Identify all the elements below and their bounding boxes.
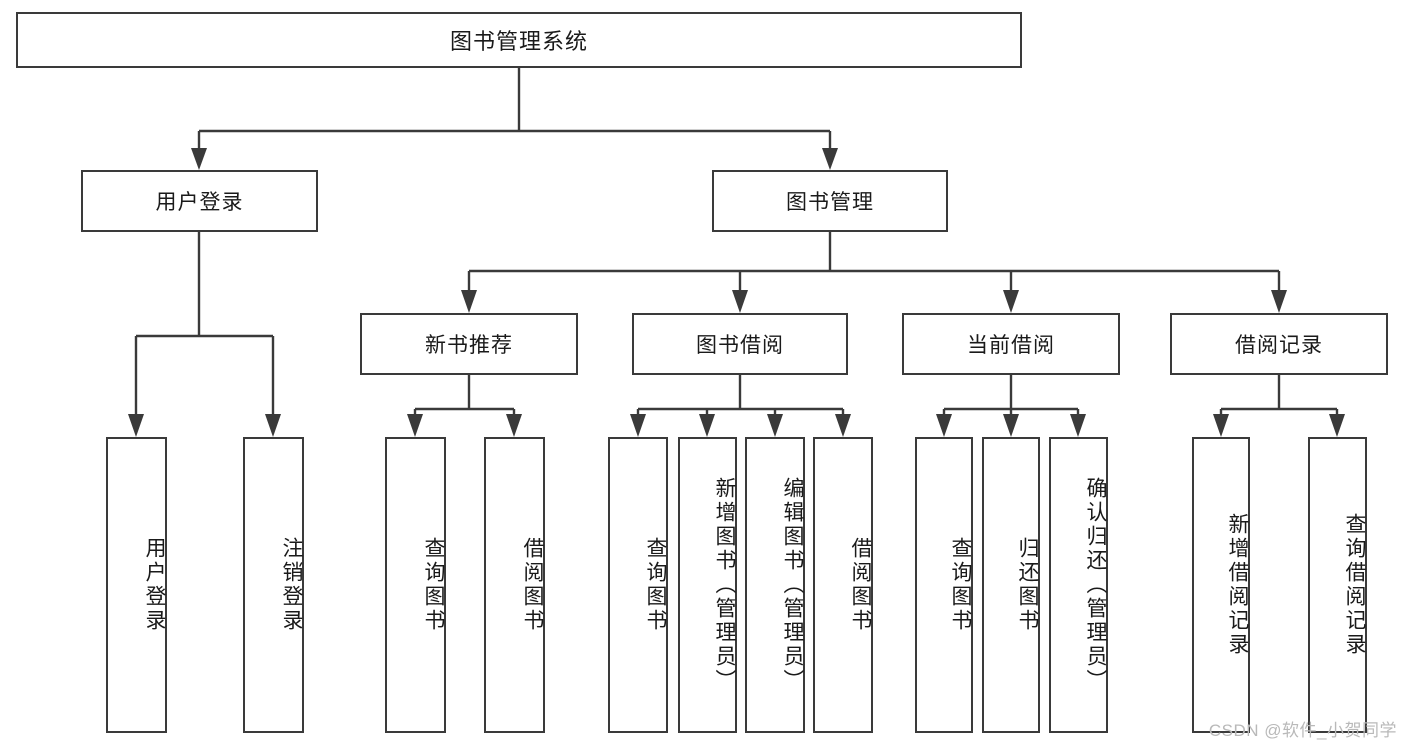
leaf-node-query-book-current[interactable]: 查询图书 [915, 437, 973, 733]
node-label: 查询图书 [422, 537, 445, 633]
leaf-node-add-book-admin[interactable]: 新增图书（管理员） [678, 437, 737, 733]
node-label: 借阅图书 [521, 537, 544, 633]
leaf-node-user-login[interactable]: 用户登录 [106, 437, 167, 733]
node-label: 新增图书（管理员） [713, 477, 736, 693]
node-label: 确认归还（管理员） [1084, 477, 1107, 693]
node-label: 图书管理 [786, 191, 874, 214]
node-book-management[interactable]: 图书管理 [712, 170, 948, 232]
leaf-node-return-book[interactable]: 归还图书 [982, 437, 1040, 733]
node-label: 借阅图书 [849, 537, 872, 633]
node-label: 查询借阅记录 [1343, 513, 1366, 657]
leaf-node-query-borrow-record[interactable]: 查询借阅记录 [1308, 437, 1367, 733]
node-label: 当前借阅 [967, 334, 1055, 357]
leaf-node-query-book-recommend[interactable]: 查询图书 [385, 437, 446, 733]
node-user-login[interactable]: 用户登录 [81, 170, 318, 232]
node-label: 用户登录 [155, 191, 244, 214]
leaf-node-query-book-borrow[interactable]: 查询图书 [608, 437, 668, 733]
leaf-node-borrow-book-recommend[interactable]: 借阅图书 [484, 437, 545, 733]
leaf-node-logout[interactable]: 注销登录 [243, 437, 304, 733]
leaf-node-borrow-book[interactable]: 借阅图书 [813, 437, 873, 733]
node-label: 借阅记录 [1235, 334, 1323, 357]
node-label: 用户登录 [143, 537, 166, 633]
csdn-watermark: CSDN @软件_小贺同学 [1208, 721, 1397, 740]
node-label: 图书借阅 [696, 334, 784, 357]
node-label: 编辑图书（管理员） [781, 477, 804, 693]
node-new-book-recommend[interactable]: 新书推荐 [360, 313, 578, 375]
node-label: 新书推荐 [425, 334, 513, 357]
node-root-book-management-system[interactable]: 图书管理系统 [16, 12, 1022, 68]
leaf-node-add-borrow-record[interactable]: 新增借阅记录 [1192, 437, 1250, 733]
node-label: 归还图书 [1016, 537, 1039, 633]
node-current-borrow[interactable]: 当前借阅 [902, 313, 1120, 375]
node-label: 图书管理系统 [449, 29, 588, 54]
node-label: 注销登录 [280, 537, 303, 633]
leaf-node-edit-book-admin[interactable]: 编辑图书（管理员） [745, 437, 805, 733]
leaf-node-confirm-return-admin[interactable]: 确认归还（管理员） [1049, 437, 1108, 733]
node-label: 新增借阅记录 [1226, 513, 1249, 657]
node-book-borrow[interactable]: 图书借阅 [632, 313, 848, 375]
node-borrow-record[interactable]: 借阅记录 [1170, 313, 1388, 375]
node-label: 查询图书 [644, 537, 667, 633]
node-label: 查询图书 [949, 537, 972, 633]
